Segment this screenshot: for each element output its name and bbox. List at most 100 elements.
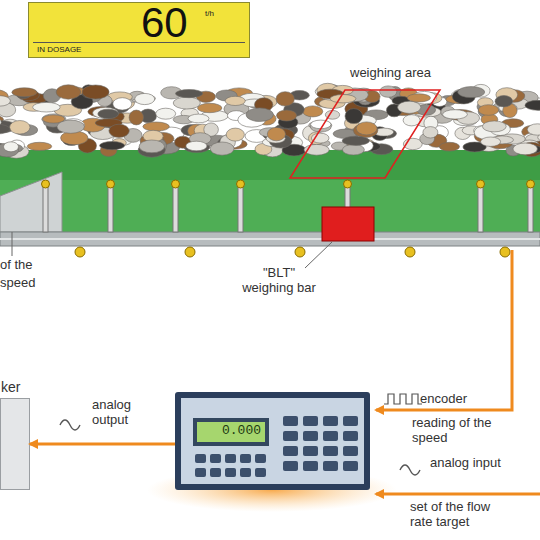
annotation-label: reading of the speed — [412, 416, 508, 446]
roller — [500, 247, 510, 257]
stone — [380, 86, 397, 97]
stone — [525, 100, 540, 110]
weighing-bar — [322, 207, 374, 241]
key-button — [343, 416, 358, 426]
key-button — [283, 446, 298, 456]
stone — [10, 121, 30, 135]
output-device: ker — [0, 398, 30, 490]
roller — [75, 247, 85, 257]
post — [173, 186, 178, 232]
weighing-controller: 0.000 — [175, 392, 370, 490]
key-button — [303, 416, 318, 426]
stone — [82, 85, 109, 99]
stone — [4, 142, 19, 152]
annotation-label: speed — [0, 276, 60, 291]
stone — [173, 97, 200, 109]
key-button — [283, 461, 298, 471]
setpoint-wire — [376, 493, 540, 496]
stone — [100, 142, 125, 150]
stone — [143, 122, 169, 131]
support-posts — [42, 180, 535, 232]
stone — [226, 128, 244, 141]
stone — [276, 92, 294, 106]
square-wave-symbol — [384, 394, 422, 404]
stone — [398, 101, 421, 113]
stone — [186, 141, 207, 151]
display-status: IN DOSAGE — [37, 45, 81, 54]
key-button — [225, 468, 236, 477]
stone — [113, 98, 132, 110]
annotation-label: "BLT" weighing bar — [236, 266, 322, 296]
roller — [185, 247, 195, 257]
stone — [188, 114, 209, 123]
key-button — [255, 454, 266, 463]
leader-line — [12, 232, 13, 256]
lcd-screen — [197, 422, 265, 442]
key-button — [323, 461, 338, 471]
key-button — [283, 416, 298, 426]
edge-label: analog output — [92, 398, 154, 428]
stone — [458, 87, 485, 98]
key-button — [283, 431, 298, 441]
stone — [109, 124, 129, 137]
stone — [56, 85, 81, 99]
key-button — [210, 454, 221, 463]
weighing-area-outline — [290, 90, 440, 178]
key-button — [195, 468, 206, 477]
key-button — [343, 446, 358, 456]
key-button — [210, 468, 221, 477]
rollers — [75, 247, 510, 257]
stone — [139, 140, 164, 153]
stone — [225, 96, 245, 105]
key-button — [323, 431, 338, 441]
key-button — [323, 416, 338, 426]
stone — [356, 122, 377, 135]
stone — [330, 95, 356, 103]
stone — [0, 96, 10, 106]
post — [238, 186, 243, 232]
encoder-wire — [376, 250, 512, 410]
stone — [311, 133, 329, 143]
post-cap — [344, 180, 352, 188]
stone — [342, 144, 364, 155]
stone — [478, 105, 498, 116]
stone — [443, 110, 468, 119]
post-cap — [107, 180, 115, 188]
stone — [156, 108, 176, 119]
controller-readout: 0.000 — [199, 424, 261, 439]
material-stones — [0, 83, 540, 158]
roller — [405, 247, 415, 257]
stone — [345, 109, 363, 124]
belt-end — [0, 172, 62, 232]
stone — [481, 137, 501, 146]
stone — [57, 120, 84, 133]
key-button — [303, 431, 318, 441]
key-button — [255, 468, 266, 477]
stone — [135, 93, 155, 104]
stone — [0, 124, 10, 134]
stone — [342, 136, 369, 145]
key-button — [303, 461, 318, 471]
post-cap — [237, 180, 245, 188]
stone — [27, 142, 51, 150]
display-divider — [33, 42, 245, 43]
device-heading: ker — [1, 379, 20, 395]
controller-panel — [181, 398, 364, 484]
frame-rail — [0, 232, 540, 246]
stone — [129, 110, 143, 125]
key-button — [240, 454, 251, 463]
stone — [303, 106, 323, 117]
post — [528, 186, 533, 232]
post — [108, 186, 113, 232]
stone — [198, 103, 222, 112]
stone — [407, 94, 430, 102]
post-cap — [527, 180, 535, 188]
annotation-label: set of the flow rate target — [410, 500, 514, 530]
stone — [513, 143, 537, 155]
key-button — [343, 431, 358, 441]
key-button — [225, 454, 236, 463]
stone — [98, 109, 119, 118]
lcd-bezel — [193, 418, 269, 446]
lcd-display: 60t/hIN DOSAGE — [28, 2, 250, 58]
